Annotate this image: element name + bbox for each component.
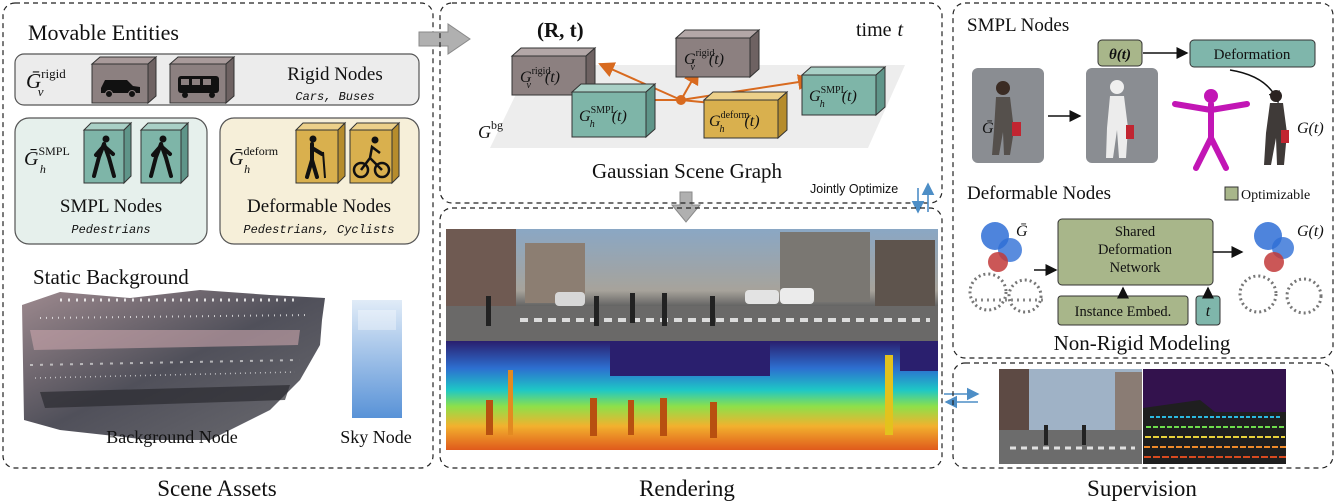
- optimizable-legend-label: Optimizable: [1241, 188, 1310, 203]
- g-t-symbol-deform: G(t): [1297, 223, 1324, 240]
- g-t-symbol-smpl: G(t): [1297, 120, 1324, 137]
- jointly-optimize-label: Jointly Optimize: [810, 182, 898, 196]
- bg-symbol: Gbg: [478, 118, 503, 142]
- sky-node-label: Sky Node: [340, 427, 412, 447]
- static-background-title: Static Background: [33, 265, 189, 289]
- instance-embed-label: Instance Embed.: [1075, 304, 1172, 320]
- render-supervision-arrows: [944, 387, 980, 409]
- pose-label: (R, t): [537, 18, 584, 42]
- theta-box: [1097, 39, 1143, 67]
- background-node-label: Background Node: [106, 427, 237, 447]
- supervision-panel: [952, 362, 1334, 469]
- scene-assets-panel: [2, 2, 434, 469]
- optimizable-legend-swatch: [1224, 186, 1239, 201]
- pedestrian-cube-icon-2: [139, 121, 190, 185]
- non-rigid-panel: [952, 2, 1334, 359]
- deformable-nodes-label: Deformable Nodes: [247, 196, 391, 217]
- scene-graph-caption: Gaussian Scene Graph: [592, 159, 783, 183]
- scene-assets-caption: Scene Assets: [157, 476, 277, 501]
- cyclist-canonical-points-image: [968, 222, 1045, 314]
- rendering-caption: Rendering: [639, 476, 735, 501]
- scene-graph-panel: [439, 2, 943, 204]
- rigid-nodes-examples: Cars, Buses: [295, 90, 374, 104]
- smpl-input-image: [972, 68, 1044, 163]
- g-bar-symbol-deform: Ḡ: [1016, 223, 1028, 240]
- rendered-rgb-image: [446, 229, 938, 341]
- bus-cube-icon: [168, 55, 236, 105]
- smpl-mesh-image: [1086, 68, 1158, 163]
- graph-to-render-arrow: [670, 191, 702, 223]
- pedestrian-cube-icon-1: [82, 121, 133, 185]
- car-cube-icon: [90, 55, 158, 105]
- deformed-person-image: [1264, 90, 1289, 165]
- rendering-panel: [439, 207, 943, 469]
- time-input-label: t: [1206, 303, 1211, 320]
- network-label-line3: Network: [1110, 260, 1161, 276]
- background-point-cloud-image: [22, 290, 325, 440]
- non-rigid-modeling-title: Non-Rigid Modeling: [1054, 331, 1231, 355]
- smpl-canonical-mesh-image: [1172, 89, 1250, 171]
- movable-entities-title: Movable Entities: [28, 20, 179, 45]
- assets-to-graph-arrow: [418, 23, 471, 55]
- smpl-nodes-label: SMPL Nodes: [60, 196, 162, 217]
- deformable-nodes-examples: Pedestrians, Cyclists: [243, 223, 394, 237]
- supervision-rgb-image: [999, 369, 1142, 464]
- deformation-box: [1189, 39, 1316, 68]
- deformation-label: Deformation: [1214, 47, 1291, 63]
- network-label-line2: Deformation: [1098, 242, 1173, 258]
- elderly-pedestrian-cube-icon: [294, 121, 347, 185]
- supervision-lidar-depth-image: [1143, 369, 1286, 464]
- network-label-line1: Shared: [1115, 224, 1156, 240]
- g-bar-symbol-smpl: Ḡ: [982, 120, 994, 137]
- cyclist-cube-icon: [348, 121, 401, 185]
- smpl-nodes-title: SMPL Nodes: [967, 15, 1069, 36]
- supervision-caption: Supervision: [1087, 476, 1197, 501]
- graph-root-node: [676, 95, 686, 105]
- rigid-nodes-label: Rigid Nodes: [287, 64, 383, 85]
- rendered-depth-image: [446, 341, 938, 450]
- smpl-nodes-examples: Pedestrians: [71, 223, 150, 237]
- theta-label: θ(t): [1109, 47, 1131, 63]
- deformable-nodes-title: Deformable Nodes: [967, 183, 1111, 204]
- jointly-optimize-arrows: [911, 182, 935, 214]
- sky-node-image: [352, 300, 402, 418]
- cyclist-deformed-points-image: [1238, 222, 1323, 315]
